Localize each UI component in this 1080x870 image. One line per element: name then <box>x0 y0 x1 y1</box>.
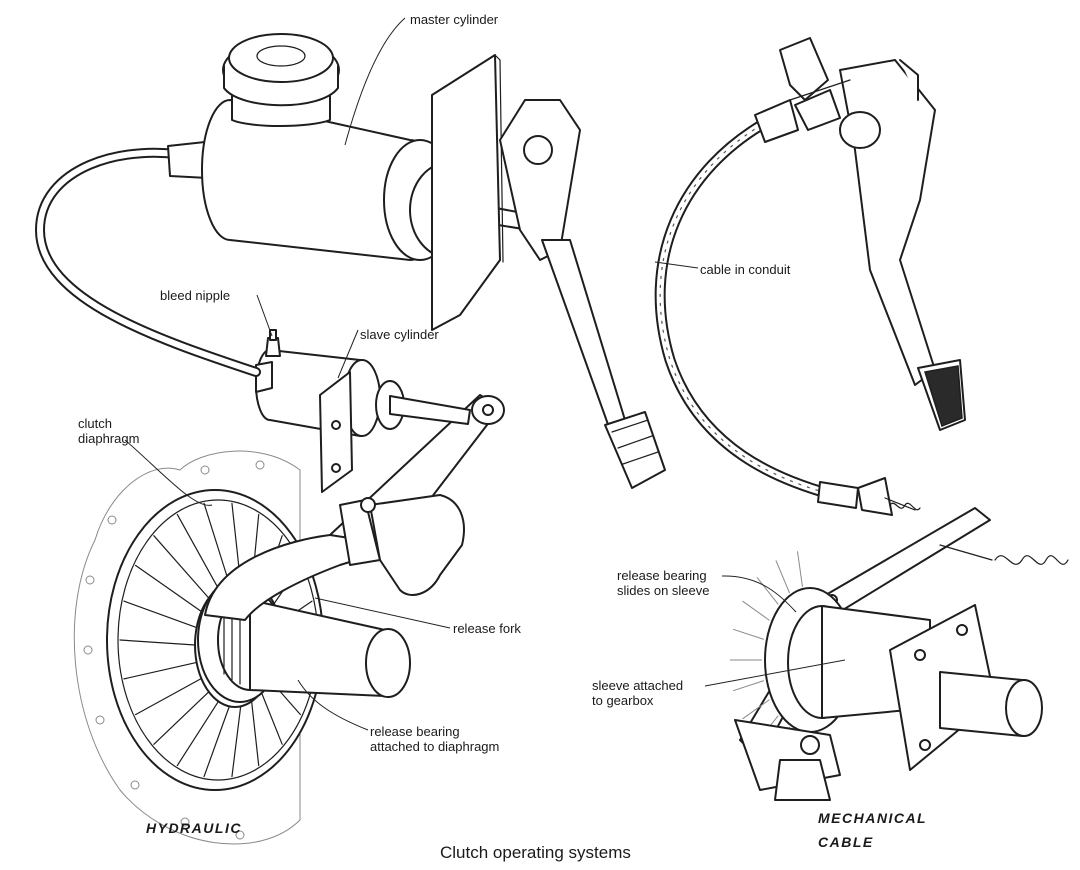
diaphragm-spoke <box>176 513 219 590</box>
bearing-ray <box>742 600 770 621</box>
bearing-ray <box>796 551 803 587</box>
system-label-mechanical: MECHANICAL CABLE <box>818 806 927 854</box>
label-release-fork: release fork <box>453 621 521 636</box>
slave-cylinder <box>255 349 505 493</box>
mechanical-assembly <box>654 37 1069 801</box>
diaphragm-spoke <box>176 700 219 767</box>
clutch-housing-outline <box>73 450 301 845</box>
label-release-bearing-diaphragm-line1: release bearing <box>370 724 460 739</box>
label-bleed-nipple: bleed nipple <box>160 288 231 303</box>
system-label-mechanical-line1: MECHANICAL <box>818 810 928 826</box>
cable-pedal <box>779 37 966 431</box>
bearing-ray <box>756 577 779 605</box>
figure-caption: Clutch operating systems <box>440 843 631 862</box>
label-release-bearing-diaphragm-line2: attached to diaphragm <box>370 739 500 754</box>
gearbox-sleeve <box>734 604 1043 801</box>
hydraulic-hose <box>35 141 261 377</box>
leader-lines <box>124 17 846 731</box>
diaphragm-spoke <box>123 661 198 680</box>
diaphragm-spoke <box>134 564 202 613</box>
label-clutch-diaphragm-line2: diaphragm <box>78 431 140 446</box>
label-sleeve-gearbox-line1: sleeve attached <box>592 678 684 693</box>
bearing-ray <box>742 699 770 720</box>
bearing-ray <box>733 680 765 692</box>
label-master-cylinder: master cylinder <box>410 12 499 27</box>
label-clutch-diaphragm: clutch diaphragm <box>78 416 139 446</box>
diaphragm-spoke <box>119 639 196 646</box>
master-cylinder <box>201 33 561 331</box>
diaphragm-spoke <box>231 705 242 778</box>
diaphragm-spoke <box>134 677 202 716</box>
diaphragm-spoke <box>203 502 230 585</box>
system-label-mechanical-line2: CABLE <box>818 834 874 850</box>
label-cable-in-conduit: cable in conduit <box>700 262 791 277</box>
diaphragm-spoke <box>203 705 230 778</box>
bearing-ray <box>775 560 791 594</box>
diaphragm-spoke <box>260 691 283 745</box>
label-release-bearing-diaphragm: release bearing attached to diaphragm <box>370 724 499 754</box>
bleed-nipple <box>265 329 281 357</box>
diaphragm-spoke <box>153 535 210 599</box>
diaphragm-spoke <box>251 700 260 767</box>
cable-conduit <box>654 99 921 516</box>
label-sleeve-gearbox: sleeve attached to gearbox <box>592 678 683 708</box>
label-sleeve-gearbox-line2: to gearbox <box>592 693 654 708</box>
hydraulic-assembly <box>35 33 666 845</box>
bearing-ray <box>733 628 765 640</box>
label-slave-cylinder: slave cylinder <box>360 327 439 342</box>
diaphragm-spoke <box>153 691 210 745</box>
hydraulic-pedal <box>499 99 666 489</box>
label-release-bearing-sleeve-line2: slides on sleeve <box>617 583 710 598</box>
label-release-bearing-sleeve: release bearing slides on sleeve <box>617 568 710 598</box>
system-label-hydraulic: HYDRAULIC <box>146 820 242 836</box>
label-release-bearing-sleeve-line1: release bearing <box>617 568 707 583</box>
label-clutch-diaphragm-line1: clutch <box>78 416 112 431</box>
diaphragm-spoke <box>123 600 198 629</box>
